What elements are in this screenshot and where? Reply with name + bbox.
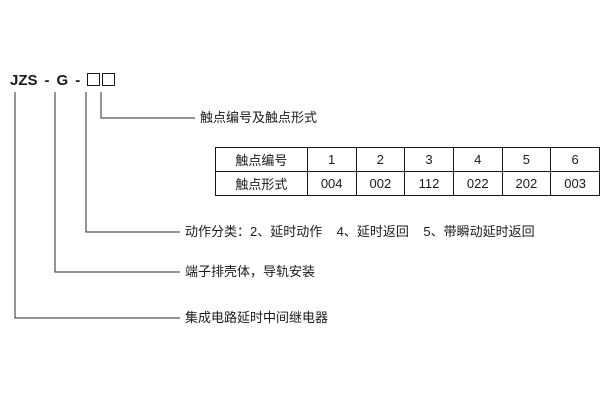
callout-action-label: 动作分类：2、延时动作 4、延时返回 5、带瞬动延时返回 bbox=[185, 224, 535, 239]
model-dash-1: - bbox=[44, 72, 50, 89]
callout-relay-label: 集成电路延时中间继电器 bbox=[185, 310, 329, 325]
table-cell: 3 bbox=[404, 147, 454, 172]
contact-form-header: 触点形式 bbox=[215, 171, 308, 196]
table-cell: 202 bbox=[501, 171, 552, 196]
table-cell: 6 bbox=[550, 147, 600, 172]
callout-contact-label: 触点编号及触点形式 bbox=[200, 110, 318, 125]
callout-housing-label: 端子排壳体，导轨安装 bbox=[185, 264, 316, 279]
model-dash-2: - bbox=[75, 72, 81, 89]
contact-form-row: 触点形式 004 002 112 022 202 003 bbox=[215, 171, 600, 196]
table-cell: 112 bbox=[404, 171, 454, 196]
connector-relay-line bbox=[14, 92, 180, 319]
table-cell: 2 bbox=[355, 147, 406, 172]
contact-number-header: 触点编号 bbox=[215, 147, 308, 172]
model-designation: JZS - G - bbox=[10, 72, 116, 89]
model-placeholder-box-1 bbox=[87, 73, 101, 86]
table-cell: 022 bbox=[452, 171, 503, 196]
model-series: G bbox=[56, 72, 69, 89]
contact-table: 触点编号 1 2 3 4 5 6 触点形式 004 002 112 022 20… bbox=[215, 147, 600, 196]
contact-number-row: 触点编号 1 2 3 4 5 6 bbox=[215, 147, 600, 172]
table-cell: 4 bbox=[452, 147, 503, 172]
table-cell: 5 bbox=[501, 147, 552, 172]
model-prefix: JZS bbox=[10, 72, 38, 89]
model-placeholder-box-2 bbox=[102, 73, 116, 86]
table-cell: 1 bbox=[306, 147, 357, 172]
table-cell: 002 bbox=[355, 171, 406, 196]
connector-housing-line bbox=[54, 92, 180, 273]
table-cell: 003 bbox=[550, 171, 600, 196]
table-cell: 004 bbox=[306, 171, 357, 196]
connector-contact-line bbox=[100, 92, 195, 119]
connector-action-line bbox=[85, 92, 180, 233]
